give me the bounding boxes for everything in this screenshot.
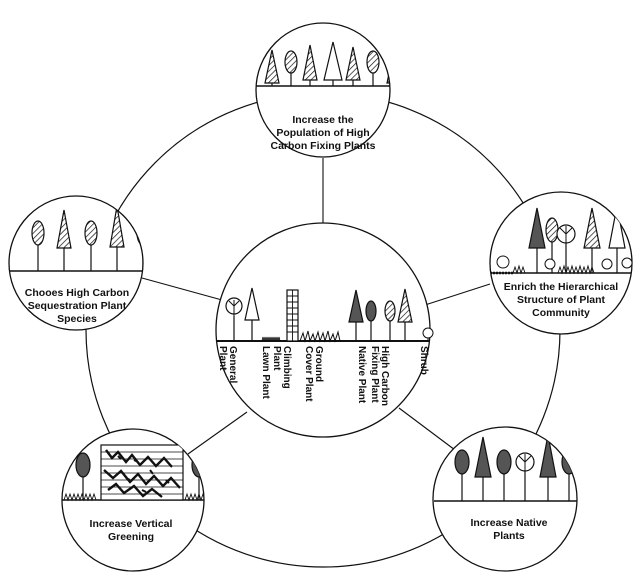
svg-text:Shrub: Shrub	[418, 346, 429, 375]
left-caption-line-1: Chooes High Carbon	[25, 287, 129, 299]
general-plant-icon	[225, 297, 243, 341]
bottom-left-caption-line-1: Increase Vertical	[90, 518, 173, 530]
bottom-left-caption-line-2: Greening	[108, 531, 154, 543]
legend-general-line-2: Plant	[217, 346, 228, 371]
shrub-icon	[422, 327, 434, 341]
svg-text:High CarbonFixing Plant: High CarbonFixing Plant	[369, 346, 390, 406]
connector-lines	[141, 158, 491, 455]
legend-ground-line-1: Ground	[313, 346, 324, 382]
left-caption-line-2: Sequestration Plant	[28, 300, 127, 312]
center-node: GeneralPlant Lawn Plant ClimbingPlant Gr…	[215, 222, 434, 438]
legend-climbing-line-2: Plant	[271, 346, 282, 371]
legend-native-line-1: Native Plant	[356, 346, 367, 404]
top-caption-line-2: Population of High	[276, 127, 369, 139]
top-caption-line-3: Carbon Fixing Plants	[270, 140, 375, 152]
legend-highcarbon-line-2: Fixing Plant	[369, 346, 380, 403]
top-caption-line-1: Increase the	[292, 114, 353, 126]
center-legend: GeneralPlant Lawn Plant ClimbingPlant Gr…	[217, 346, 429, 406]
bottom-right-trees	[454, 434, 577, 501]
svg-text:GeneralPlant: GeneralPlant	[217, 346, 238, 383]
bottom-right-caption-line-1: Increase Native	[470, 517, 547, 529]
legend-highcarbon-line-1: High Carbon	[379, 346, 390, 406]
left-caption-line-3: Species	[57, 313, 97, 325]
svg-text:Lawn Plant: Lawn Plant	[260, 346, 271, 399]
climbing-plant-icon	[286, 289, 299, 342]
right-caption-line-2: Structure of Plant	[517, 294, 606, 306]
right-caption-line-3: Community	[532, 307, 590, 319]
svg-text:GroundCover Plant: GroundCover Plant	[303, 346, 324, 402]
legend-shrub-line-1: Shrub	[418, 346, 429, 375]
legend-general-line-1: General	[227, 346, 238, 383]
high-carbon-fixing-plant-icon	[384, 288, 413, 341]
green-wall-icon	[100, 444, 184, 501]
right-plants	[490, 205, 632, 275]
legend-ground-line-2: Cover Plant	[303, 346, 314, 402]
right-caption-line-1: Enrich the Hierarchical	[504, 281, 618, 293]
svg-text:ClimbingPlant: ClimbingPlant	[271, 346, 292, 389]
svg-text:Native Plant: Native Plant	[356, 346, 367, 404]
top-trees	[264, 41, 390, 86]
bottom-right-caption-line-2: Plants	[493, 530, 525, 542]
legend-lawn-line-1: Lawn Plant	[260, 346, 271, 399]
native-plant-icon	[348, 289, 377, 341]
lawn-plant-icon	[244, 287, 281, 342]
legend-climbing-line-1: Climbing	[281, 346, 292, 389]
ground-cover-plant-icon	[299, 330, 341, 343]
